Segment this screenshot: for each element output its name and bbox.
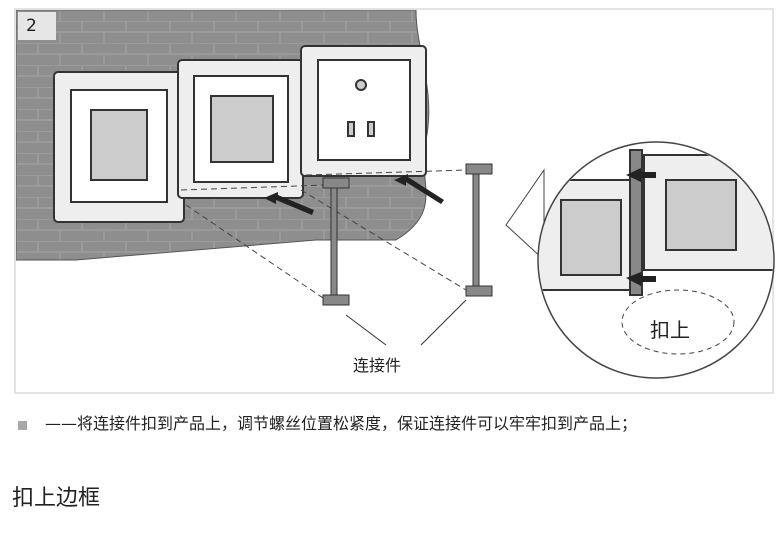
clip-callout <box>621 289 735 355</box>
clip-label: 扣上 <box>650 318 690 342</box>
installation-illustration <box>16 10 775 379</box>
bullet-icon <box>18 421 27 430</box>
instruction-text: ——将连接件扣到产品上，调节螺丝位置松紧度，保证连接件可以牢牢扣到产品上； <box>45 414 638 433</box>
installation-figure: 2 连接件 扣上 <box>14 8 775 394</box>
step-number: 2 <box>18 12 56 40</box>
arrow-icon <box>264 174 444 215</box>
socket-middle <box>177 59 304 199</box>
connector-piece-1 <box>322 177 350 306</box>
socket-left <box>53 71 185 223</box>
socket-right <box>300 45 427 177</box>
section-heading: 扣上边框 <box>12 486 101 511</box>
connector-piece-2 <box>465 163 493 297</box>
connector-label: 连接件 <box>353 356 402 375</box>
